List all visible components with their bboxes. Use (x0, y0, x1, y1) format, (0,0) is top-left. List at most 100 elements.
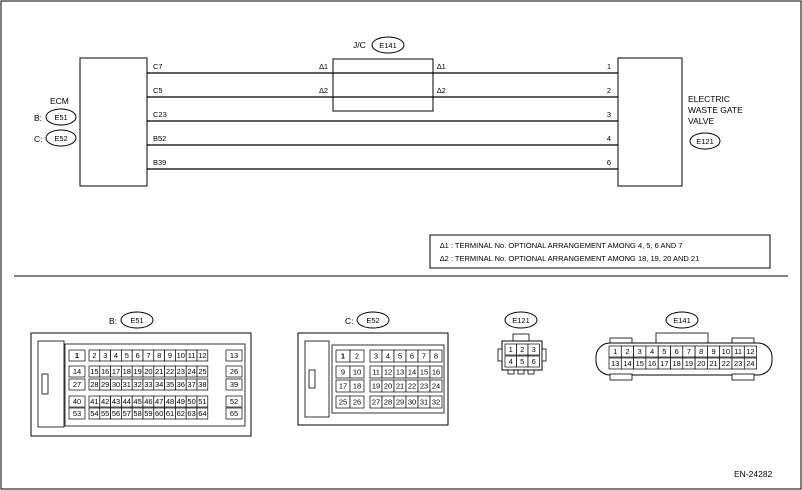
pin-cell (196, 365, 209, 378)
pin-number: 12 (384, 368, 392, 377)
ecm-conn-b-prefix: B: (34, 113, 42, 123)
pin-number: 42 (101, 397, 109, 406)
e52-name: E52 (366, 316, 379, 325)
pin-number: 2 (520, 345, 524, 354)
pin-number: 31 (420, 398, 428, 407)
pin-number: 63 (187, 409, 195, 418)
pin-number: 29 (101, 380, 109, 389)
pin-number: 5 (398, 352, 402, 361)
pin-number: 14 (623, 359, 631, 368)
pin-number: 6 (410, 352, 414, 361)
pin-number: 36 (177, 380, 185, 389)
pin-number: 40 (73, 397, 81, 406)
pin-number: 24 (746, 359, 754, 368)
pin-cell (349, 395, 365, 409)
jc-mark-left: ∆2 (319, 86, 328, 95)
pin-cell (429, 365, 443, 379)
valve-conn-name: E121 (696, 137, 714, 146)
e121-side-tab (497, 348, 503, 362)
pin-number: 4 (509, 357, 513, 366)
pin-number: 23 (734, 359, 742, 368)
pin-number: 30 (408, 398, 416, 407)
valve-conn-oval (689, 132, 721, 150)
pin-cell (196, 395, 209, 408)
pin-number: 11 (188, 351, 196, 360)
figure-id: EN-24282 (734, 469, 773, 479)
notes-box (429, 234, 771, 269)
pin-number: 19 (685, 359, 693, 368)
pin-number: 4 (650, 347, 654, 356)
pin-cell (68, 365, 86, 378)
ecm-conn-b-name: E51 (54, 113, 67, 122)
jc-mark-right: ∆2 (437, 86, 446, 95)
pin-number: 9 (168, 351, 172, 360)
pin-number: 29 (396, 398, 404, 407)
pin-number: 13 (230, 351, 238, 360)
pin-number: 13 (396, 368, 404, 377)
pin-number: 7 (687, 347, 691, 356)
e141-oval (665, 311, 699, 329)
pin-number: 53 (73, 409, 81, 418)
jc-label: J/C (353, 40, 366, 50)
pin-number: 21 (396, 382, 404, 391)
pin-number: 27 (372, 398, 380, 407)
pin-number: 31 (123, 380, 131, 389)
pin-number: 22 (722, 359, 730, 368)
ecm-conn-b-oval (45, 108, 77, 126)
pin-cell (68, 395, 86, 408)
pin-number: 14 (73, 367, 81, 376)
wire-ecm-pin: B39 (153, 158, 166, 167)
note-2: ∆2 : TERMINAL No. OPTIONAL ARRANGEMENT A… (440, 254, 699, 263)
pin-number: 2 (92, 351, 96, 360)
pin-number: 18 (672, 359, 680, 368)
pin-number: 24 (187, 367, 195, 376)
pin-number: 21 (155, 367, 163, 376)
pin-number: 3 (532, 345, 536, 354)
e141-bottom-tab (731, 373, 755, 381)
pin-number: 28 (384, 398, 392, 407)
pin-number: 32 (432, 398, 440, 407)
wire-ecm-pin: B52 (153, 134, 166, 143)
pin-cell (743, 345, 757, 358)
pin-number: 32 (133, 380, 141, 389)
pin-number: 55 (101, 409, 109, 418)
pin-cell (349, 365, 365, 379)
pin-number: 12 (198, 351, 206, 360)
e121-foot (517, 369, 525, 375)
pin-number: 6 (136, 351, 140, 360)
pin-cell (225, 395, 243, 408)
e51-oval (120, 311, 154, 329)
pin-number: 11 (734, 347, 742, 356)
wire-valve-pin: 4 (607, 134, 611, 143)
pin-number: 20 (697, 359, 705, 368)
pin-cell (196, 378, 209, 391)
jc-mark-right: ∆1 (437, 62, 446, 71)
pin-number: 35 (166, 380, 174, 389)
pin-number: 22 (408, 382, 416, 391)
wire-valve-pin: 3 (607, 110, 611, 119)
wire-valve-pin: 1 (607, 62, 611, 71)
pin-number: 24 (432, 382, 440, 391)
pin-number: 4 (114, 351, 118, 360)
pin-number: 15 (90, 367, 98, 376)
pin-number: 30 (112, 380, 120, 389)
pin-number: 3 (638, 347, 642, 356)
pin-number: 7 (146, 351, 150, 360)
pin-number: 46 (144, 397, 152, 406)
pin-number: 44 (123, 397, 131, 406)
pin-number: 5 (125, 351, 129, 360)
e52-latch-tab (308, 369, 316, 389)
pin-number: 16 (648, 359, 656, 368)
pin-cell (349, 379, 365, 393)
e52-prefix: C: (345, 316, 354, 326)
pin-number: 21 (709, 359, 717, 368)
pin-number: 27 (73, 380, 81, 389)
pin-cell (225, 349, 243, 362)
pin-number: 47 (155, 397, 163, 406)
pin-number: 65 (230, 409, 238, 418)
pin-number: 16 (432, 368, 440, 377)
valve-label-line-1: ELECTRIC (688, 94, 730, 104)
pin-number: 12 (746, 347, 754, 356)
